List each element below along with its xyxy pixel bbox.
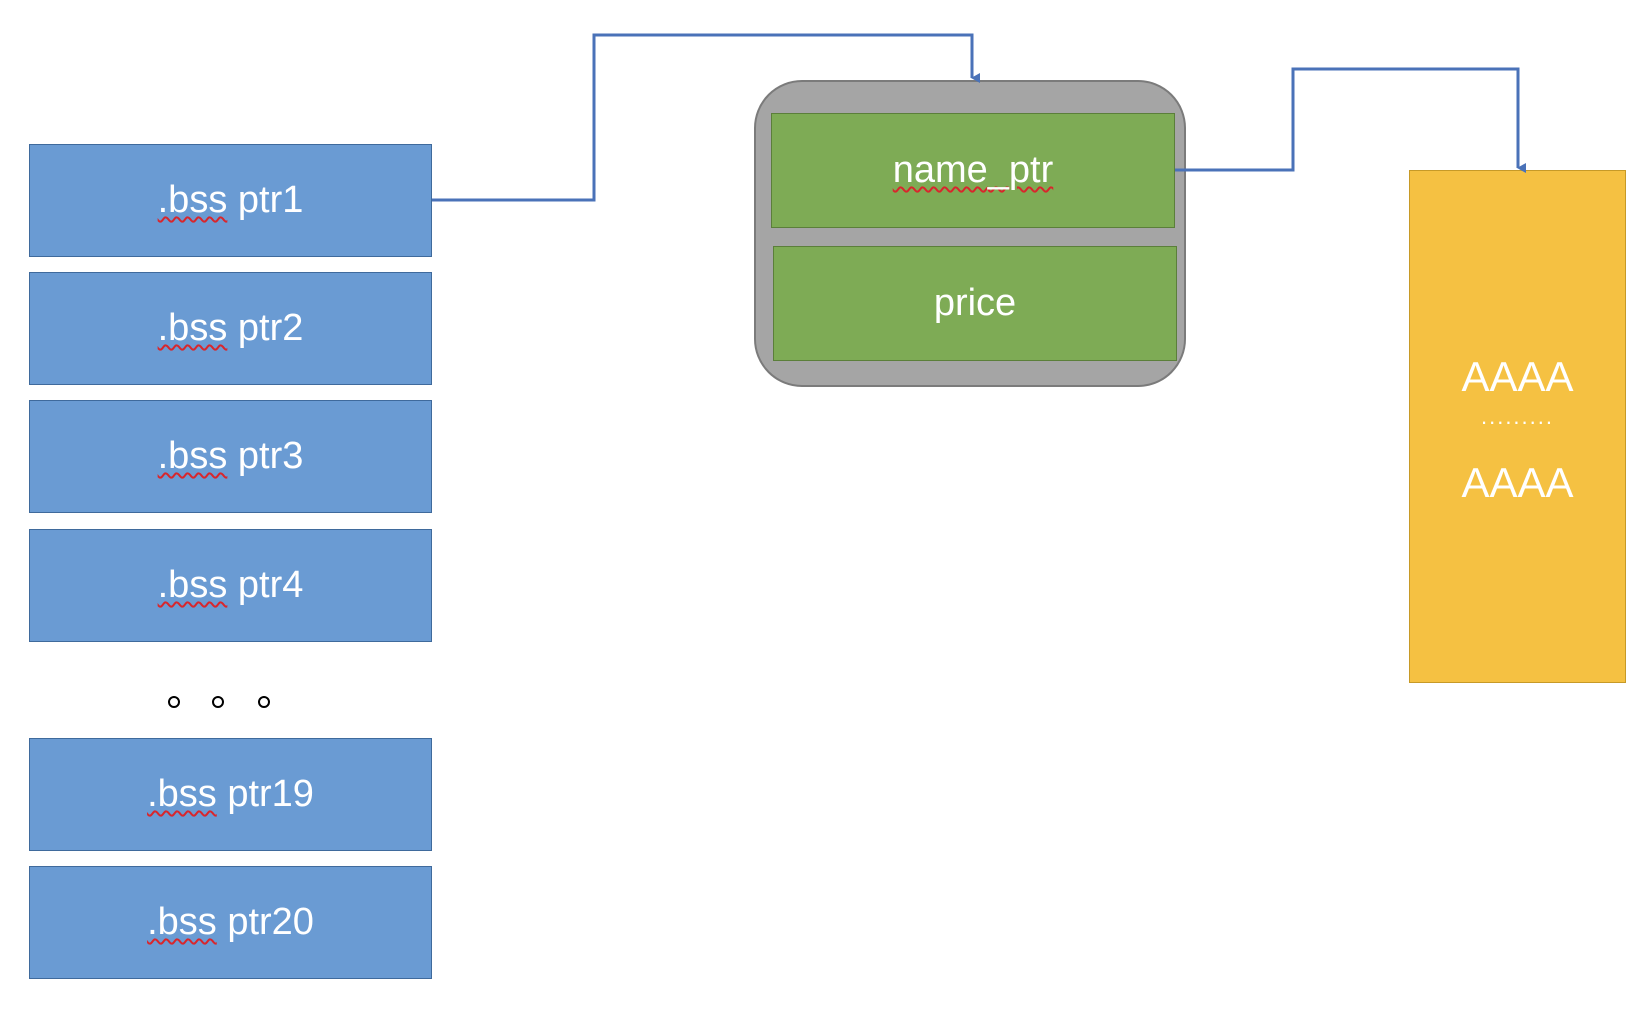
ellipsis-dots [168, 696, 270, 708]
name-ptr-field: name_ptr [771, 113, 1175, 228]
price-label: price [933, 282, 1017, 324]
buffer-line-bottom: AAAA [1461, 459, 1574, 506]
buffer-dots: ......... [1480, 404, 1554, 429]
name-ptr-to-buffer-arrow [1175, 67, 1526, 173]
price-field: price [773, 246, 1177, 361]
bss-ptr2-label: .bss ptr2 [157, 307, 304, 349]
name-ptr-label: name_ptr [892, 149, 1054, 191]
bss-ptr4-box: .bss ptr4 [29, 529, 432, 642]
buffer-line-top: AAAA [1461, 353, 1574, 400]
bss-ptr20-box: .bss ptr20 [29, 866, 432, 979]
bss-ptr20-label: .bss ptr20 [147, 901, 314, 943]
ptr1-to-struct-arrow [432, 33, 980, 202]
bss-ptr1-box: .bss ptr1 [29, 144, 432, 257]
bss-ptr1-label: .bss ptr1 [157, 179, 304, 221]
bss-ptr3-box: .bss ptr3 [29, 400, 432, 513]
bss-ptr19-box: .bss ptr19 [29, 738, 432, 851]
bss-ptr2-box: .bss ptr2 [29, 272, 432, 385]
bss-ptr4-label: .bss ptr4 [157, 564, 304, 606]
bss-ptr3-label: .bss ptr3 [157, 435, 304, 477]
string-buffer: AAAA ......... AAAA [1409, 170, 1626, 683]
bss-ptr19-label: .bss ptr19 [147, 773, 314, 815]
